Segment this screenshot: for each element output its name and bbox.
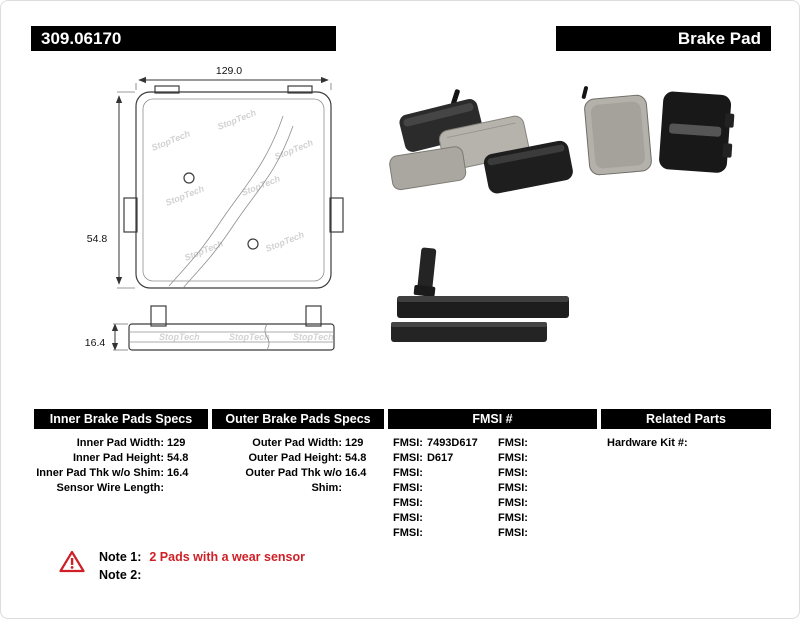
spec-row: Outer Pad Height: 54.8: [212, 451, 384, 466]
spec-label: Outer Pad Width:: [252, 437, 342, 449]
technical-drawing: StopTech StopTech StopTech StopTech Stop…: [85, 65, 344, 351]
watermark-text: StopTech: [229, 332, 270, 342]
related-parts-column: Related Parts Hardware Kit #:: [601, 409, 771, 451]
pad-side-view: [128, 305, 335, 351]
related-part-label: Hardware Kit #:: [607, 437, 688, 449]
product-photo-side-view: [391, 247, 569, 342]
product-photo-angled-set: [389, 89, 573, 194]
note-lines: Note 1: 2 Pads with a wear sensor Note 2…: [99, 550, 305, 586]
spec-row: Inner Pad Height: 54.8: [34, 451, 208, 466]
product-photo-pair: [581, 86, 735, 176]
notes-section: Note 1: 2 Pads with a wear sensor Note 2…: [59, 550, 305, 586]
fmsi-cell: FMSI:: [493, 466, 597, 481]
related-parts-header: Related Parts: [601, 409, 771, 429]
fmsi-label: FMSI:: [393, 512, 423, 524]
spec-row: Inner Pad Width: 129: [34, 436, 208, 451]
fmsi-label: FMSI:: [498, 497, 528, 509]
note-1: Note 1: 2 Pads with a wear sensor: [99, 550, 305, 564]
spec-value: 54.8: [345, 452, 367, 464]
fmsi-label: FMSI:: [498, 512, 528, 524]
fmsi-cell: FMSI:: [388, 481, 493, 496]
fmsi-label: FMSI:: [393, 452, 423, 464]
page-title: Brake Pad: [556, 26, 771, 51]
dimension-width-label: 129.0: [216, 65, 242, 77]
pad-photo-backing-plate: [659, 91, 735, 173]
fmsi-cell: FMSI:: [388, 496, 493, 511]
fmsi-cell: FMSI:: [388, 466, 493, 481]
spec-label: Sensor Wire Length:: [56, 482, 164, 494]
spec-label: Inner Pad Thk w/o Shim:: [36, 467, 164, 479]
spec-label: Outer Pad Thk w/o Shim:: [245, 467, 342, 494]
fmsi-label: FMSI:: [393, 497, 423, 509]
spec-value: 54.8: [167, 452, 189, 464]
fmsi-cell: FMSI:: [493, 436, 597, 451]
fmsi-cell: FMSI:: [493, 481, 597, 496]
spec-value: 16.4: [167, 467, 189, 479]
spec-label: Outer Pad Height:: [248, 452, 342, 464]
spec-row: Inner Pad Thk w/o Shim: 16.4: [34, 466, 208, 481]
note-2: Note 2:: [99, 568, 305, 582]
height-dimension: 54.8: [87, 91, 135, 289]
fmsi-cell: FMSI:D617: [388, 451, 493, 466]
dimension-thickness-label: 16.4: [85, 337, 106, 349]
fmsi-cell: FMSI:: [493, 496, 597, 511]
fmsi-value: 7493D617: [426, 437, 478, 449]
pad-edge-top: [397, 296, 569, 318]
spec-value: 16.4: [345, 467, 367, 479]
pad-front-view: [123, 85, 344, 289]
fmsi-value: D617: [426, 452, 454, 464]
fmsi-cell: FMSI:: [493, 511, 597, 526]
watermark-text: StopTech: [164, 183, 206, 208]
dimension-height-label: 54.8: [87, 233, 108, 245]
wear-sensor-tab: [413, 247, 437, 297]
spec-value: 129: [167, 437, 186, 449]
note1-text: 2 Pads with a wear sensor: [149, 550, 305, 564]
fmsi-cell: FMSI:: [388, 511, 493, 526]
fmsi-label: FMSI:: [498, 452, 528, 464]
note2-label: Note 2:: [99, 568, 142, 582]
inner-specs-column: Inner Brake Pads Specs Inner Pad Width: …: [34, 409, 208, 496]
watermark-text: StopTech: [216, 107, 258, 132]
fmsi-label: FMSI:: [498, 527, 528, 539]
part-number: 309.06170: [31, 26, 336, 51]
fmsi-cell: FMSI:: [493, 526, 597, 541]
fmsi-cell: FMSI:: [493, 451, 597, 466]
fmsi-cell: FMSI:7493D617: [388, 436, 493, 451]
outer-specs-column: Outer Brake Pads Specs Outer Pad Width: …: [212, 409, 384, 496]
fmsi-label: FMSI:: [498, 437, 528, 449]
fmsi-label: FMSI:: [393, 437, 423, 449]
spec-row: Outer Pad Thk w/o Shim: 16.4: [212, 466, 384, 496]
inner-specs-header: Inner Brake Pads Specs: [34, 409, 208, 429]
pad-photo-friction-face: [584, 94, 652, 176]
fmsi-cell: FMSI:: [388, 526, 493, 541]
fmsi-label: FMSI:: [393, 467, 423, 479]
spec-value: 129: [345, 437, 364, 449]
wear-sensor-pin: [451, 89, 460, 106]
watermark-text: StopTech: [159, 332, 200, 342]
note1-label: Note 1:: [99, 550, 142, 564]
watermark-text: StopTech: [183, 238, 225, 263]
watermark-text: StopTech: [264, 229, 306, 254]
watermark-text: StopTech: [293, 332, 334, 342]
watermark-text: StopTech: [150, 128, 192, 153]
width-dimension: 129.0: [135, 65, 332, 90]
pad-photo-dark-2: [483, 140, 573, 194]
fmsi-label: FMSI:: [498, 482, 528, 494]
spec-label: Inner Pad Height:: [72, 452, 164, 464]
outer-specs-header: Outer Brake Pads Specs: [212, 409, 384, 429]
thickness-dimension: 16.4: [85, 323, 128, 351]
pad-edge-bottom: [391, 322, 547, 342]
wear-sensor-pin-2: [581, 86, 588, 99]
pad-photo-light-2: [389, 146, 467, 191]
spec-row: Sensor Wire Length:: [34, 481, 208, 496]
spec-label: Inner Pad Width:: [76, 437, 164, 449]
warning-icon: [59, 550, 85, 573]
fmsi-label: FMSI:: [393, 527, 423, 539]
fmsi-header: FMSI #: [388, 409, 597, 429]
fmsi-label: FMSI:: [393, 482, 423, 494]
related-part-row: Hardware Kit #:: [601, 436, 771, 451]
fmsi-column: FMSI # FMSI:7493D617 FMSI: FMSI:D617 FMS…: [388, 409, 597, 541]
fmsi-label: FMSI:: [498, 467, 528, 479]
spec-row: Outer Pad Width: 129: [212, 436, 384, 451]
